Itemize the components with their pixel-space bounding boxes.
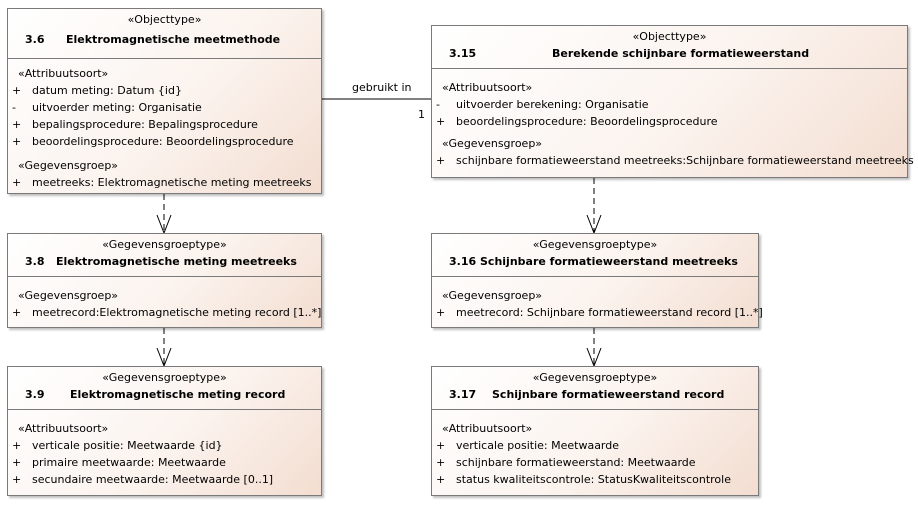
- visibility-marker: +: [12, 118, 22, 131]
- dependency-arrow-36-38: [156, 194, 172, 235]
- visibility-marker: +: [12, 176, 22, 189]
- attribute-text: verticale positie: Meetwaarde: [456, 439, 620, 452]
- class-number: 3.6: [25, 33, 45, 46]
- attribute-text: beoordelingsprocedure: Beoordelingsproce…: [456, 115, 718, 128]
- section-label: «Attribuutsoort»: [18, 422, 109, 435]
- attribute-text: schijnbare formatieweerstand: Meetwaarde: [456, 456, 696, 469]
- section-label: «Attribuutsoort»: [442, 422, 533, 435]
- visibility-marker: +: [436, 306, 446, 319]
- attribute-row[interactable]: + meetreeks: Elektromagnetische meting me…: [12, 176, 312, 189]
- visibility-marker: +: [12, 439, 22, 452]
- dependency-arrow-38-39: [156, 328, 172, 368]
- attribute-text: status kwaliteitscontrole: StatusKwalite…: [456, 473, 731, 486]
- section-label: «Attribuutsoort»: [442, 81, 533, 94]
- visibility-marker: +: [436, 439, 446, 452]
- attribute-row[interactable]: + beoordelingsprocedure: Beoordelingsproc…: [12, 135, 294, 148]
- class-title: Schijnbare formatieweerstand record: [492, 388, 725, 401]
- class-title: Schijnbare formatieweerstand meetreeks: [480, 255, 738, 268]
- attribute-row[interactable]: - uitvoerder meting: Organisatie: [12, 101, 202, 114]
- class-number: 3.16: [449, 255, 477, 268]
- stereotype-label: «Gegevensgroeptype»: [532, 371, 658, 384]
- visibility-marker: +: [12, 306, 22, 319]
- class-number: 3.9: [25, 388, 45, 401]
- class-title: Berekende schijnbare formatieweerstand: [552, 47, 810, 60]
- stereotype-label: «Objecttype»: [127, 13, 202, 26]
- section-label: «Gegevensgroep»: [18, 289, 119, 302]
- class-title: Elektromagnetische meting meetreeks: [56, 255, 297, 268]
- class-number: 3.15: [449, 47, 477, 60]
- visibility-marker: +: [12, 456, 22, 469]
- attribute-row[interactable]: + status kwaliteitscontrole: StatusKwalit…: [436, 473, 731, 486]
- attribute-row[interactable]: + verticale positie: Meetwaarde {id}: [12, 439, 223, 452]
- attribute-row[interactable]: + meetrecord: Schijnbare formatieweerstan…: [436, 306, 763, 319]
- attribute-text: meetrecord:Elektromagnetische meting rec…: [32, 306, 322, 319]
- attribute-text: secundaire meetwaarde: Meetwaarde [0..1]: [32, 473, 274, 486]
- visibility-marker: +: [12, 473, 22, 486]
- visibility-marker: -: [436, 98, 440, 111]
- attribute-row[interactable]: - uitvoerder berekening: Organisatie: [436, 98, 649, 111]
- section-label: «Gegevensgroep»: [442, 289, 543, 302]
- visibility-marker: +: [436, 154, 446, 167]
- class-box-3-6[interactable]: «Objecttype» 3.6 Elektromagnetische meetme…: [7, 8, 322, 194]
- association-multiplicity: 1: [418, 108, 425, 121]
- section-label: «Gegevensgroep»: [442, 137, 543, 150]
- visibility-marker: +: [436, 115, 446, 128]
- association-label: gebruikt in: [352, 81, 412, 94]
- attribute-row[interactable]: + schijnbare formatieweerstand: Meetwaard…: [436, 456, 696, 469]
- attribute-text: bepalingsprocedure: Bepalingsprocedure: [32, 118, 258, 131]
- attribute-row[interactable]: + datum meting: Datum {id}: [12, 84, 182, 97]
- section-label: «Gegevensgroep»: [18, 159, 119, 172]
- stereotype-label: «Gegevensgroeptype»: [102, 238, 227, 251]
- dependency-arrow-316-317: [586, 328, 602, 368]
- stereotype-label: «Objecttype»: [632, 30, 707, 43]
- visibility-marker: +: [436, 473, 446, 486]
- dependency-arrow-315-316: [586, 178, 602, 235]
- attribute-text: beoordelingsprocedure: Beoordelingsproce…: [32, 135, 294, 148]
- attribute-text: meetrecord: Schijnbare formatieweerstand…: [456, 306, 763, 319]
- attribute-row[interactable]: + secundaire meetwaarde: Meetwaarde [0..1…: [12, 473, 273, 486]
- visibility-marker: -: [12, 101, 16, 114]
- class-box-3-15[interactable]: «Objecttype» 3.15 Berekende schijnbare for…: [431, 25, 914, 178]
- class-title: Elektromagnetische meetmethode: [66, 33, 281, 46]
- attribute-text: uitvoerder meting: Organisatie: [32, 101, 202, 114]
- visibility-marker: +: [436, 456, 446, 469]
- attribute-row[interactable]: + schijnbare formatieweerstand meetreeks:…: [436, 154, 914, 167]
- attribute-row[interactable]: + meetrecord:Elektromagnetische meting re…: [12, 306, 321, 319]
- attribute-text: primaire meetwaarde: Meetwaarde: [32, 456, 226, 469]
- attribute-row[interactable]: + beoordelingsprocedure: Beoordelingsproc…: [436, 115, 718, 128]
- visibility-marker: +: [12, 135, 22, 148]
- attribute-row[interactable]: + primaire meetwaarde: Meetwaarde: [12, 456, 226, 469]
- visibility-marker: +: [12, 84, 22, 97]
- class-number: 3.8: [25, 255, 45, 268]
- attribute-text: meetreeks: Elektromagnetische meting mee…: [32, 176, 312, 189]
- class-number: 3.17: [449, 388, 477, 401]
- class-title: Elektromagnetische meting record: [70, 388, 286, 401]
- section-label: «Attribuutsoort»: [18, 67, 109, 80]
- class-box-3-17[interactable]: «Gegevensgroeptype» 3.17 Schijnbare format…: [431, 366, 759, 496]
- class-box-3-9[interactable]: «Gegevensgroeptype» 3.9 Elektromagnetische…: [7, 366, 322, 496]
- class-box-3-8[interactable]: «Gegevensgroeptype» 3.8 Elektromagnetische…: [7, 233, 322, 328]
- stereotype-label: «Gegevensgroeptype»: [102, 371, 227, 384]
- attribute-text: verticale positie: Meetwaarde {id}: [32, 439, 223, 452]
- attribute-row[interactable]: + verticale positie: Meetwaarde: [436, 439, 619, 452]
- attribute-row[interactable]: + bepalingsprocedure: Bepalingsprocedure: [12, 118, 258, 131]
- attribute-text: datum meting: Datum {id}: [32, 84, 182, 97]
- stereotype-label: «Gegevensgroeptype»: [532, 238, 658, 251]
- attribute-text: uitvoerder berekening: Organisatie: [456, 98, 649, 111]
- attribute-text: schijnbare formatieweerstand meetreeks:S…: [456, 154, 914, 167]
